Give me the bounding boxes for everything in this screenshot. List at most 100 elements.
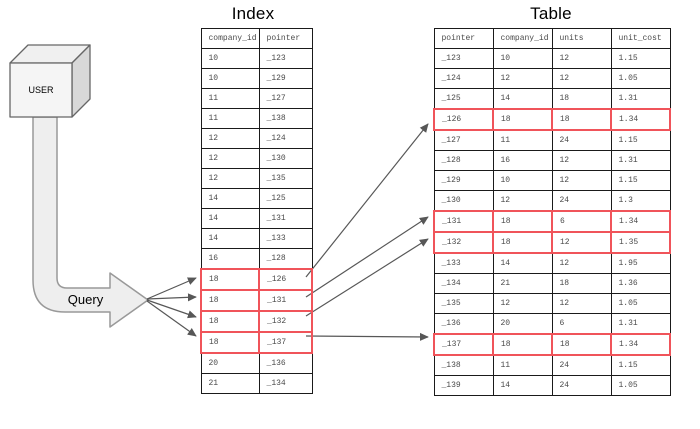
table-cell: 18 [551, 333, 612, 356]
table-cell: 18 [551, 108, 612, 131]
table-cell: _134 [258, 373, 313, 394]
table-cell: 14 [200, 228, 260, 249]
table-cell: 14 [200, 208, 260, 229]
table-cell: 11 [200, 88, 260, 109]
table-cell: 12 [551, 150, 612, 171]
table-cell: 24 [551, 190, 612, 212]
table-cell: 12 [551, 48, 612, 69]
table-cell: 12 [200, 128, 260, 149]
table-cell: 16 [492, 150, 553, 171]
table-cell: _129 [433, 170, 494, 191]
table-cell: 1.31 [610, 313, 671, 335]
table-cell: 12 [492, 293, 553, 314]
table-cell: 10 [492, 170, 553, 191]
table-cell: 1.3 [610, 190, 671, 212]
table-cell: _139 [433, 375, 494, 396]
table-cell: _128 [433, 150, 494, 171]
table-cell: 21 [200, 373, 260, 394]
table-cell: 1.05 [610, 375, 671, 396]
table-cell: 1.34 [610, 108, 671, 131]
table-cell: 1.35 [610, 231, 671, 254]
column-header: pointer [258, 28, 313, 49]
table-cell: 11 [492, 129, 553, 151]
table-cell: _124 [258, 128, 313, 149]
table-cell: 12 [551, 231, 612, 254]
table-row: 11_138 [200, 108, 313, 129]
table-row: 14_131 [200, 208, 313, 229]
table-cell: 18 [199, 289, 261, 312]
table-cell: 12 [200, 168, 260, 189]
table-cell: 11 [200, 108, 260, 129]
table-cell: _135 [433, 293, 494, 314]
table-cell: 1.15 [610, 129, 671, 151]
table-row-highlighted: 18_131 [199, 289, 314, 312]
table-cell: _131 [258, 208, 313, 229]
table-cell: _136 [258, 352, 313, 374]
table-row-highlighted: 18_137 [199, 331, 314, 354]
table-cell: 18 [492, 333, 553, 356]
query-arrow-label: Query [67, 292, 104, 307]
table-cell: 12 [200, 148, 260, 169]
table-cell: 6 [551, 313, 612, 335]
table-cell: _126 [258, 268, 314, 291]
table-row: 10_123 [200, 48, 313, 69]
table-cell: 18 [492, 231, 553, 254]
table-cell: 1.31 [610, 88, 671, 110]
table-cell: _128 [258, 248, 313, 270]
table-cell: _125 [433, 88, 494, 110]
table-cell: 14 [492, 375, 553, 396]
table-cell: 18 [551, 273, 612, 294]
table-cell: _127 [258, 88, 313, 109]
index-to-table-arrows [305, 123, 429, 341]
table-row: 12_124 [200, 128, 313, 149]
table-cell: _124 [433, 68, 494, 89]
table-row-highlighted: 18_132 [199, 310, 314, 333]
table-cell: 1.34 [610, 210, 671, 233]
table-cell: _132 [258, 310, 314, 333]
table-cell: 1.34 [610, 333, 671, 356]
table-cell: _123 [433, 48, 494, 69]
table-cell: 20 [200, 352, 260, 374]
table-cell: _125 [258, 188, 313, 209]
table-cell: _134 [433, 273, 494, 294]
table-cell: _129 [258, 68, 313, 89]
table-row-highlighted: 18_126 [199, 268, 314, 291]
table-title: Table [530, 4, 572, 23]
table-cell: 1.36 [610, 273, 671, 294]
table-cell: 10 [492, 48, 553, 69]
table-cell: 1.05 [610, 293, 671, 314]
column-header: units [551, 28, 612, 49]
column-header: pointer [433, 28, 494, 49]
column-header: company_id [492, 28, 553, 49]
table-cell: 1.05 [610, 68, 671, 89]
table-cell: 12 [492, 190, 553, 212]
query-arrow [32, 116, 149, 328]
table-row: 20_136 [200, 352, 313, 374]
table-cell: 1.95 [610, 252, 671, 274]
table-cell: 18 [199, 268, 261, 291]
table-cell: 6 [551, 210, 612, 233]
table-cell: _130 [433, 190, 494, 212]
table-cell: 1.31 [610, 150, 671, 171]
table-row: 14_133 [200, 228, 313, 249]
